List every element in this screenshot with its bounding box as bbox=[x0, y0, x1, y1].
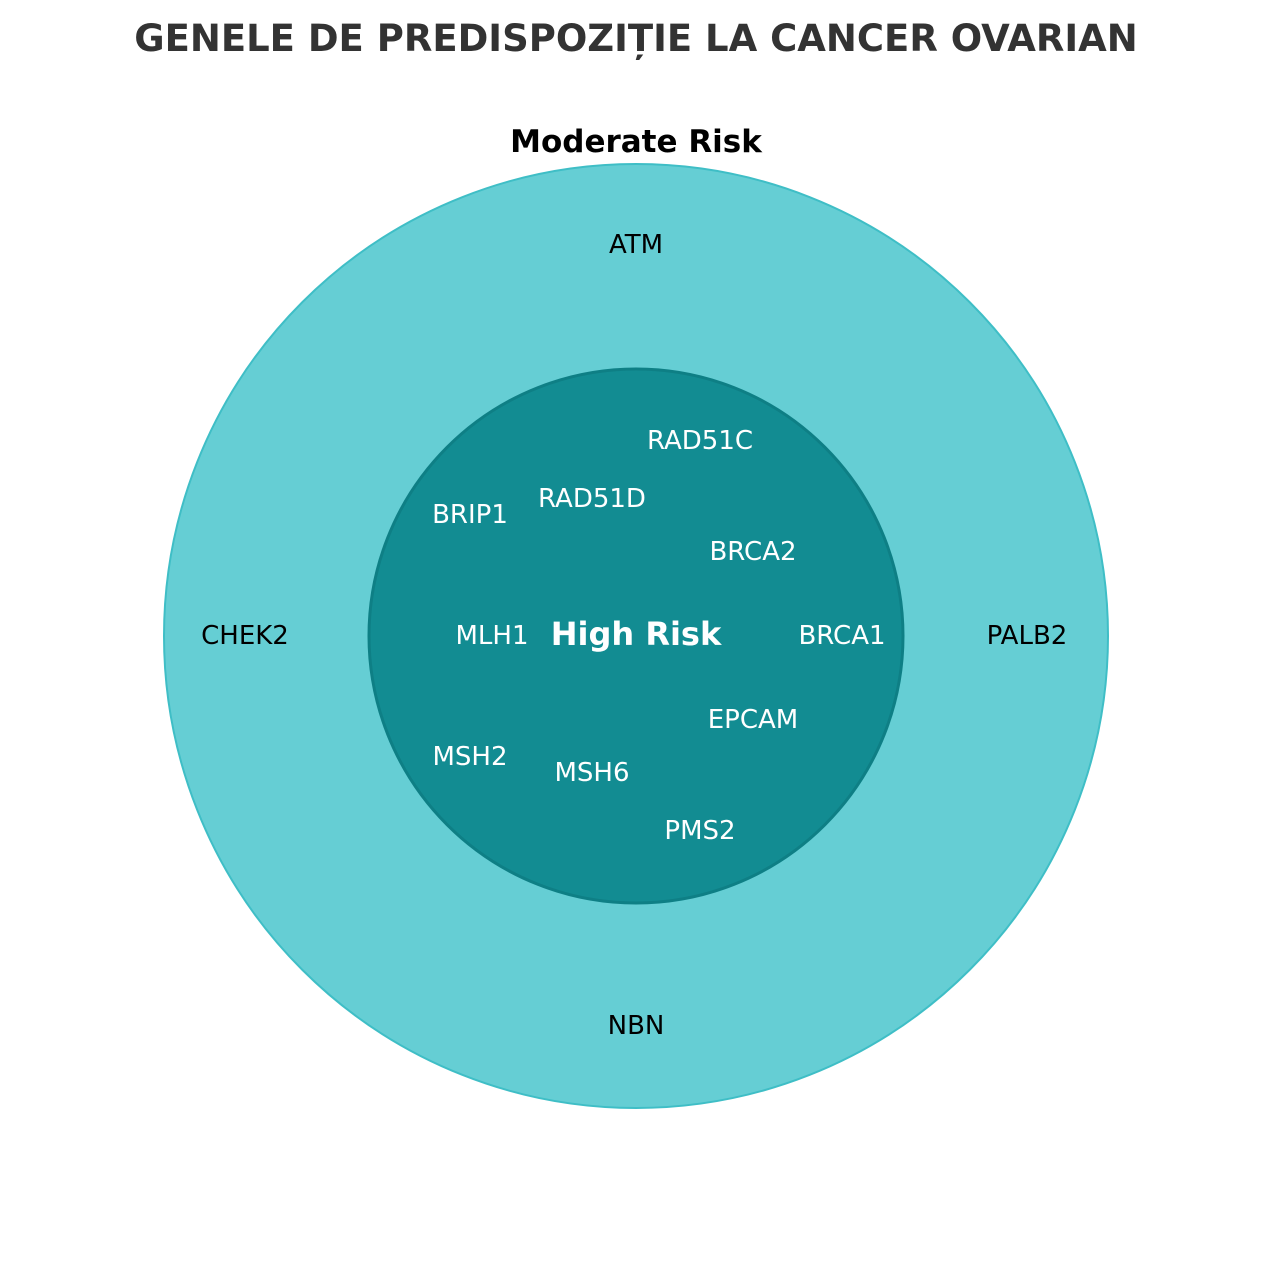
gene-label-mlh1: MLH1 bbox=[455, 621, 528, 651]
gene-label-msh6: MSH6 bbox=[554, 758, 629, 788]
gene-label-epcam: EPCAM bbox=[708, 705, 798, 735]
moderate-risk-label: Moderate Risk bbox=[510, 124, 763, 160]
high-risk-label: High Risk bbox=[551, 615, 722, 653]
gene-label-chek2: CHEK2 bbox=[201, 621, 289, 651]
gene-label-pms2: PMS2 bbox=[664, 816, 735, 846]
gene-label-rad51c: RAD51C bbox=[647, 426, 753, 456]
gene-label-msh2: MSH2 bbox=[432, 742, 507, 772]
diagram-title: GENELE DE PREDISPOZIȚIE LA CANCER OVARIA… bbox=[134, 17, 1138, 60]
high-risk-circle bbox=[367, 367, 905, 905]
gene-label-nbn: NBN bbox=[608, 1011, 665, 1041]
gene-label-palb2: PALB2 bbox=[987, 621, 1068, 651]
gene-label-brip1: BRIP1 bbox=[432, 500, 508, 530]
gene-label-rad51d: RAD51D bbox=[538, 484, 646, 514]
gene-label-atm: ATM bbox=[609, 230, 663, 260]
gene-label-brca1: BRCA1 bbox=[798, 621, 885, 651]
gene-label-brca2: BRCA2 bbox=[709, 537, 796, 567]
